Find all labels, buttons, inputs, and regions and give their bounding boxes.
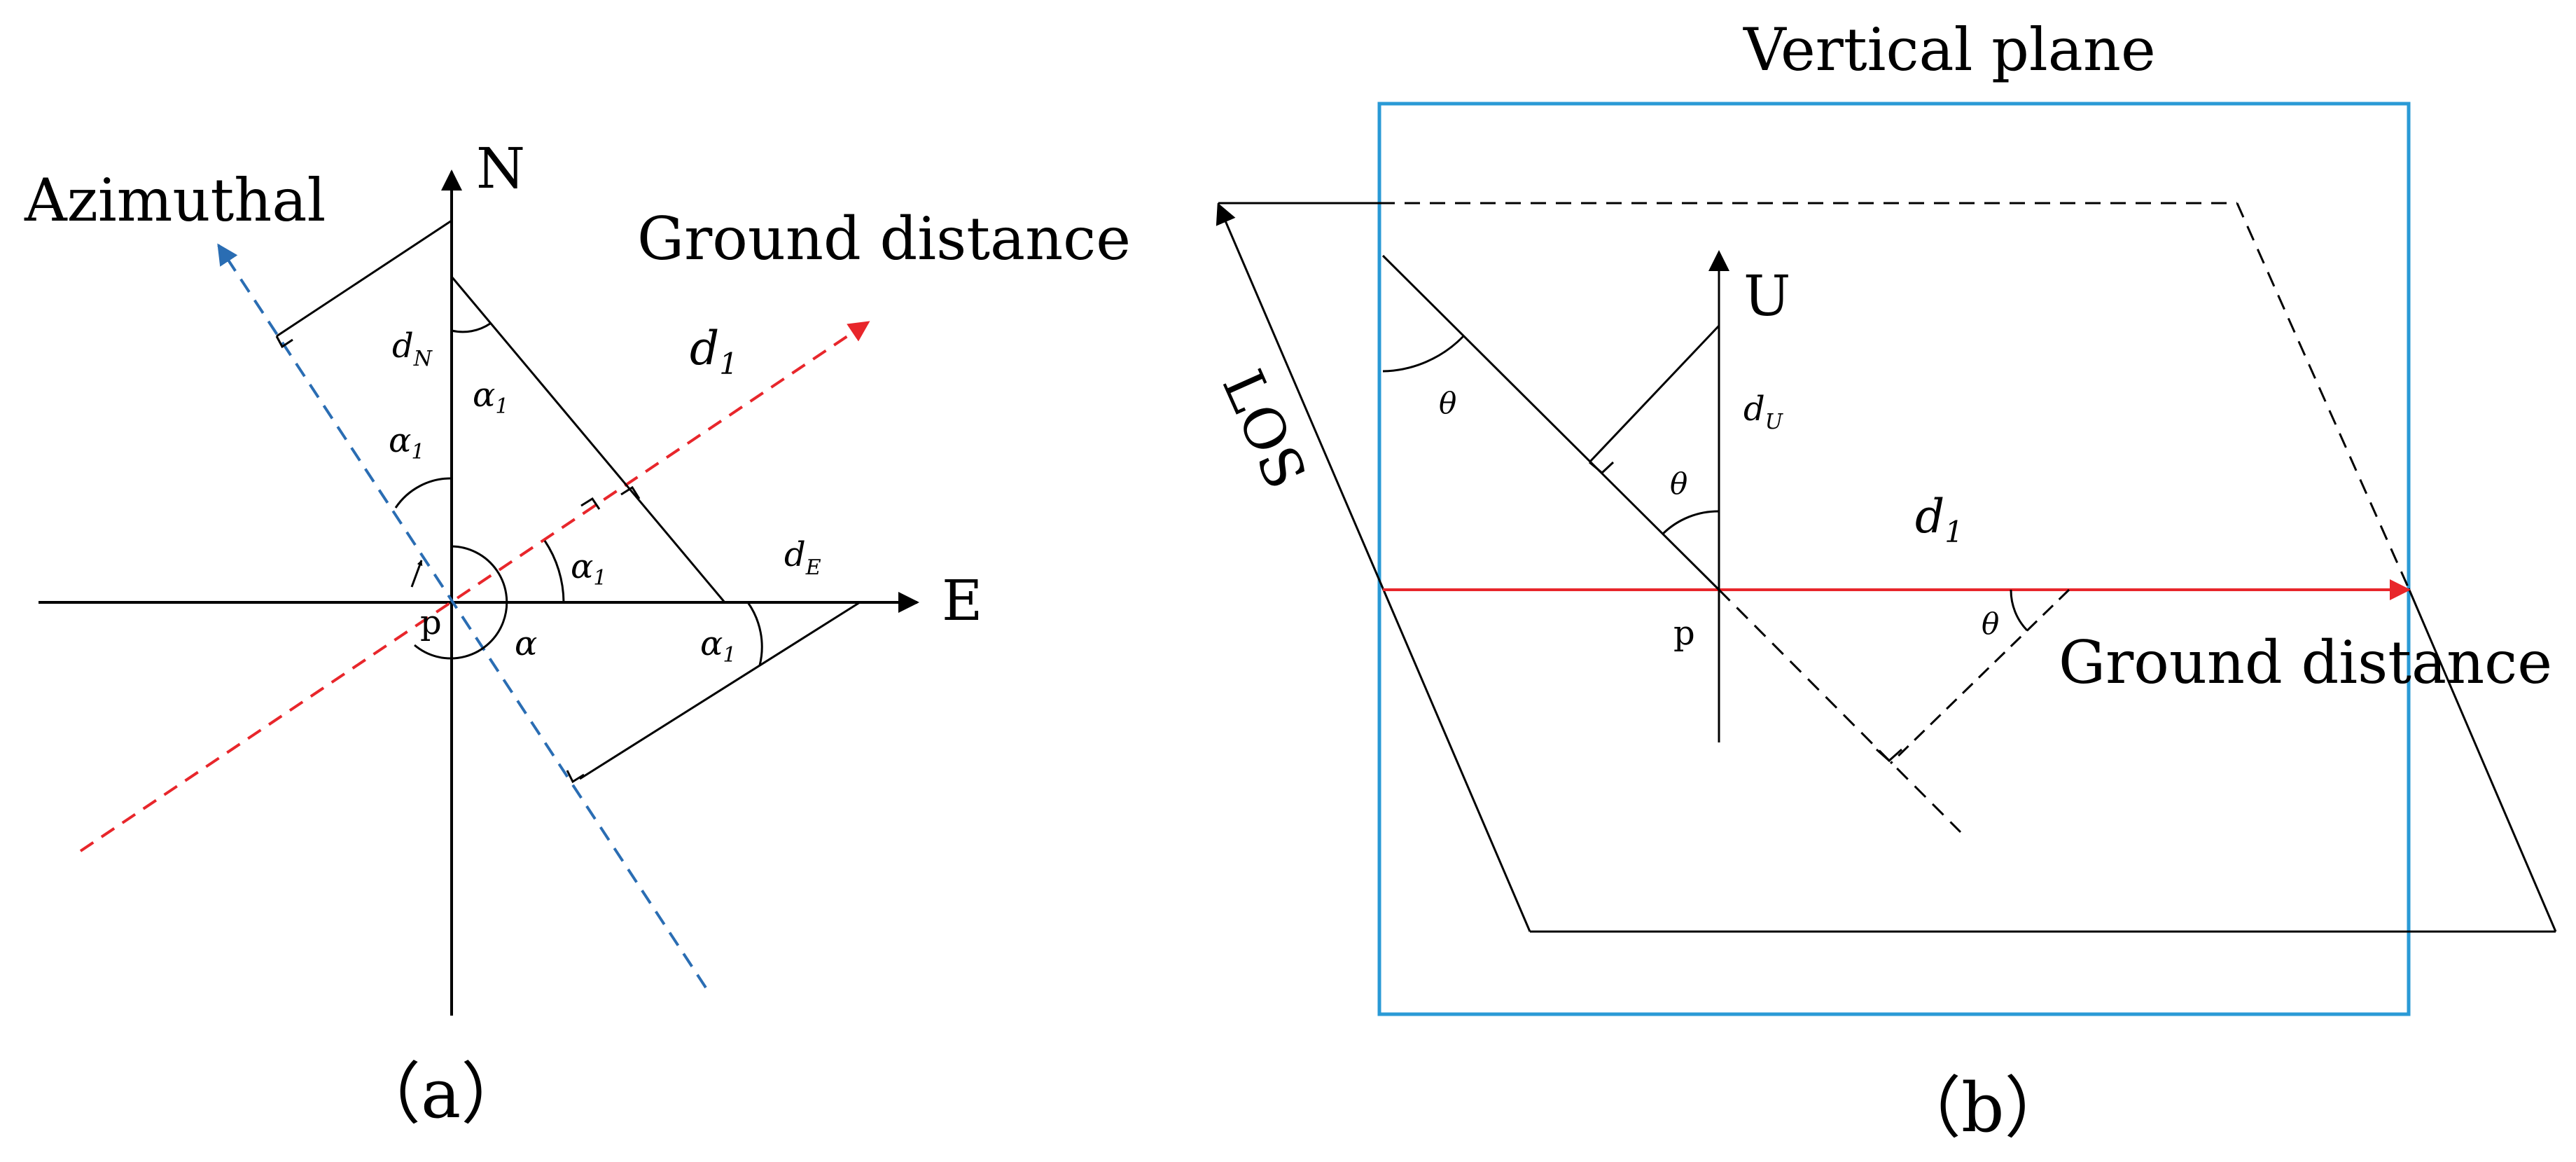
angle-arc-alpha1-right (746, 602, 763, 666)
dU-label: dU (1743, 389, 1784, 434)
north-label: N (476, 136, 525, 201)
los-line (1216, 202, 1384, 589)
ground-distance-label: Ground distance (2059, 628, 2552, 697)
ground-distance-line (79, 321, 870, 852)
angle-arc-theta-ground (2010, 589, 2028, 632)
theta-label: θ (1982, 607, 1999, 641)
alpha1-label: α1 (700, 624, 737, 668)
angle-arc-alpha1-top (451, 322, 491, 333)
ground-plane-right-edge-hidden (2236, 202, 2410, 589)
angle-arc-alpha1-north (394, 477, 452, 509)
d1-label: d1 (1915, 490, 1963, 549)
ground-plane-right-edge (2407, 588, 2557, 932)
ground-perp-dashed (1889, 588, 2070, 765)
angle-arc-alpha (414, 545, 508, 660)
alpha1-label: α1 (389, 421, 425, 464)
dN-label: dN (392, 326, 433, 371)
azimuthal-label: Azimuthal (24, 166, 326, 235)
dE-perp-to-azimuthal (579, 601, 861, 780)
east-label: E (942, 568, 982, 633)
los-label: LOS (1210, 361, 1319, 498)
panel-b-caption: （b） (1894, 1069, 2071, 1147)
panel-a-caption: （a） (354, 1055, 528, 1133)
vertical-plane-frame (1377, 102, 2411, 1016)
panel-a: N E Azimuthal Ground distance p d1 dN dE… (24, 136, 1131, 1133)
angle-arc-alpha1-east (543, 540, 565, 603)
vertical-plane-label: Vertical plane (1743, 15, 2156, 84)
dN-perp-to-ground (450, 276, 726, 603)
panel-b: Vertical plane U LOS Ground distance p d… (1210, 15, 2557, 1147)
dU-perp (1588, 324, 1720, 464)
point-label: p (1673, 614, 1695, 653)
dE-label: dE (784, 535, 821, 580)
azimuthal-line (217, 243, 707, 989)
alpha-arc-arrow (410, 560, 423, 588)
right-angle-mark (1876, 748, 1902, 763)
dN-perp-to-azimuthal (276, 219, 452, 338)
angle-arc-theta-top (1382, 335, 1465, 373)
up-label: U (1743, 263, 1790, 328)
angle-arc-theta-p (1662, 510, 1720, 535)
theta-label: θ (1670, 466, 1687, 501)
right-angle-mark (1589, 461, 1615, 475)
incidence-line-extension (1718, 588, 1962, 834)
ground-plane-left-edge (1381, 588, 1531, 932)
alpha1-label: α1 (571, 547, 607, 590)
alpha-label: α (515, 624, 537, 663)
right-angle-mark (580, 497, 601, 510)
right-angle-mark (566, 770, 585, 784)
alpha1-label: α1 (473, 375, 509, 419)
right-angle-mark (620, 485, 641, 499)
theta-label: θ (1439, 386, 1456, 420)
d1-label: d1 (690, 321, 738, 381)
point-label: p (420, 603, 442, 642)
right-angle-mark (275, 336, 293, 349)
ground-distance-label: Ground distance (637, 205, 1131, 273)
incidence-line (1381, 254, 1720, 591)
